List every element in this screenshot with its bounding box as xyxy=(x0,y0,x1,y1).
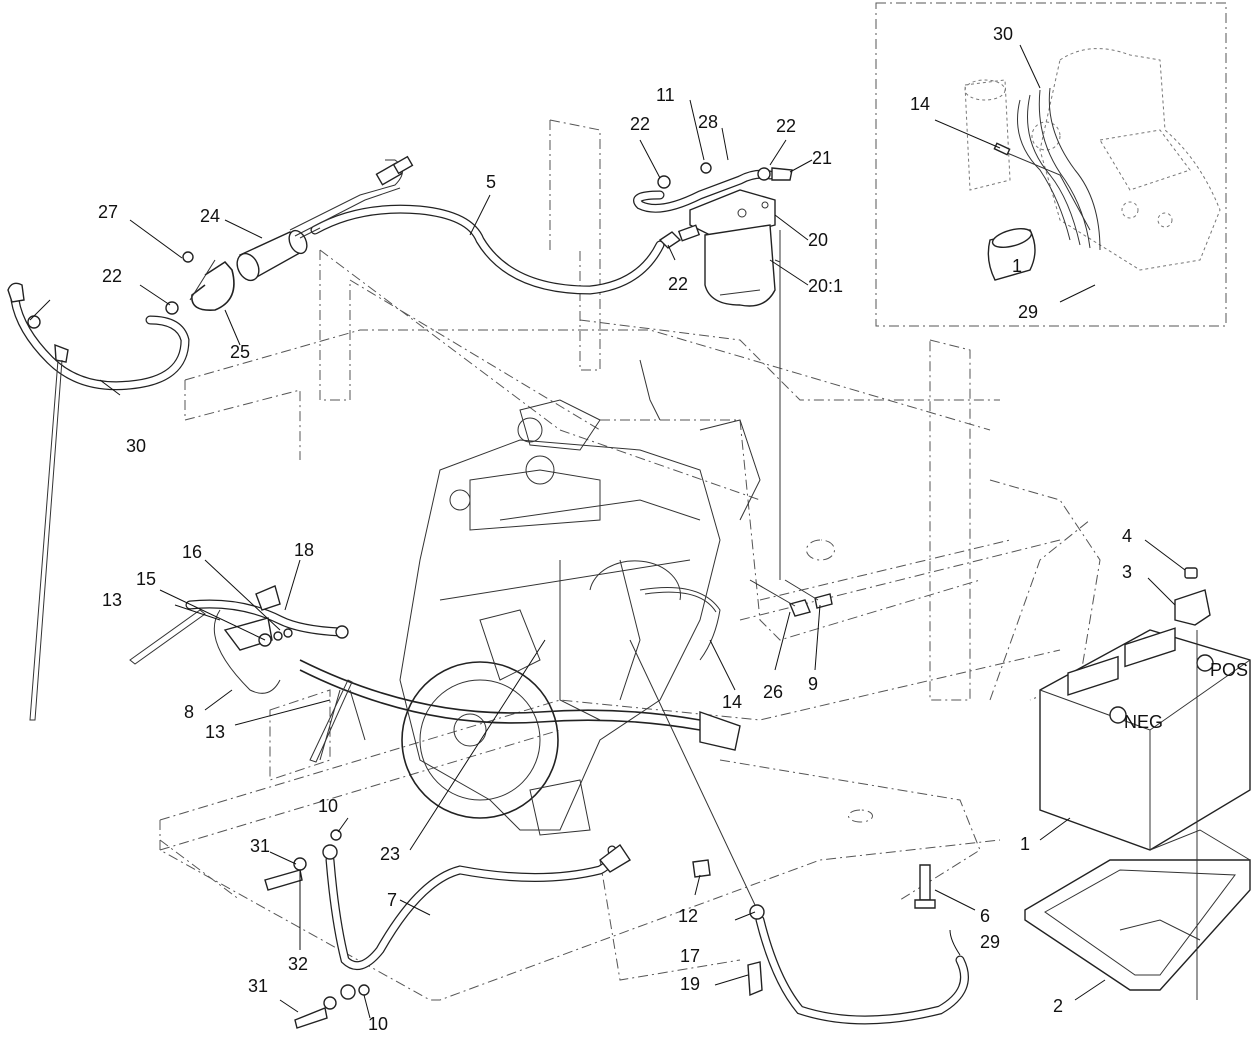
callout-5: 5 xyxy=(486,172,496,192)
inset-part-label: 1 xyxy=(1012,256,1022,276)
callout-31-bottom: 31 xyxy=(248,976,268,996)
detail-inset: 1 xyxy=(875,2,1227,327)
battery-neg-label: NEG xyxy=(1124,712,1163,732)
callout-29-inset: 29 xyxy=(1018,302,1038,322)
callout-12: 12 xyxy=(678,906,698,926)
battery-cable-18 xyxy=(185,585,349,694)
callout-1: 1 xyxy=(1020,834,1030,854)
pump-bracket xyxy=(182,251,235,312)
callout-17: 17 xyxy=(680,946,700,966)
callout-22-top-right: 22 xyxy=(776,116,796,136)
callout-30-inset: 30 xyxy=(993,24,1013,44)
callout-9: 9 xyxy=(808,674,818,694)
callout-23: 23 xyxy=(380,844,400,864)
ground-cable-7 xyxy=(322,843,631,1000)
callout-22-top-left: 22 xyxy=(630,114,650,134)
fuel-pump xyxy=(236,155,414,282)
battery-holddown xyxy=(1174,567,1211,1000)
callout-10-top: 10 xyxy=(318,796,338,816)
callout-24: 24 xyxy=(200,206,220,226)
fuel-hose-28 xyxy=(633,162,793,213)
callout-25: 25 xyxy=(230,342,250,362)
callout-32: 32 xyxy=(288,954,308,974)
harness-14 xyxy=(639,587,721,661)
battery-pos-label: POS xyxy=(1210,660,1248,680)
battery: NEG POS xyxy=(1039,627,1251,851)
callout-10-bottom: 10 xyxy=(368,1014,388,1034)
callout-27: 27 xyxy=(98,202,118,222)
callout-21: 21 xyxy=(812,148,832,168)
fuel-hose-30 xyxy=(7,282,190,721)
terminal-boot-8 xyxy=(223,617,293,651)
callout-18: 18 xyxy=(294,540,314,560)
callout-30-main: 30 xyxy=(126,436,146,456)
fasteners xyxy=(264,579,936,1029)
callout-22-filter: 22 xyxy=(668,274,688,294)
callout-14-main: 14 xyxy=(722,692,742,712)
battery-cable-main xyxy=(299,659,741,761)
callout-29-main: 29 xyxy=(980,932,1000,952)
callout-16: 16 xyxy=(182,542,202,562)
fuel-hose-29 xyxy=(629,639,969,1025)
callout-13-bottom: 13 xyxy=(205,722,225,742)
engine-block xyxy=(399,359,761,836)
callout-20: 20 xyxy=(808,230,828,250)
fuel-hose-5 xyxy=(310,204,701,295)
leader-lines xyxy=(29,44,1186,1019)
callout-8: 8 xyxy=(184,702,194,722)
callout-15: 15 xyxy=(136,569,156,589)
callout-19: 19 xyxy=(680,974,700,994)
callout-2: 2 xyxy=(1053,996,1063,1016)
callout-22-left: 22 xyxy=(102,266,122,286)
callout-4: 4 xyxy=(1122,526,1132,546)
callout-13-top: 13 xyxy=(102,590,122,610)
callout-3: 3 xyxy=(1122,562,1132,582)
callout-31-top: 31 xyxy=(250,836,270,856)
callout-20-1: 20:1 xyxy=(808,276,843,296)
callout-28: 28 xyxy=(698,112,718,132)
cable-ties-13 xyxy=(129,609,353,763)
callout-7: 7 xyxy=(387,890,397,910)
fuel-filter xyxy=(689,189,781,580)
callout-6: 6 xyxy=(980,906,990,926)
callout-labels: 1 2 3 4 5 6 7 8 9 10 10 11 12 13 13 14 1… xyxy=(98,24,1132,1034)
battery-tray xyxy=(1024,829,1251,991)
callout-26: 26 xyxy=(763,682,783,702)
callout-14-inset: 14 xyxy=(910,94,930,114)
callout-11: 11 xyxy=(656,85,675,105)
